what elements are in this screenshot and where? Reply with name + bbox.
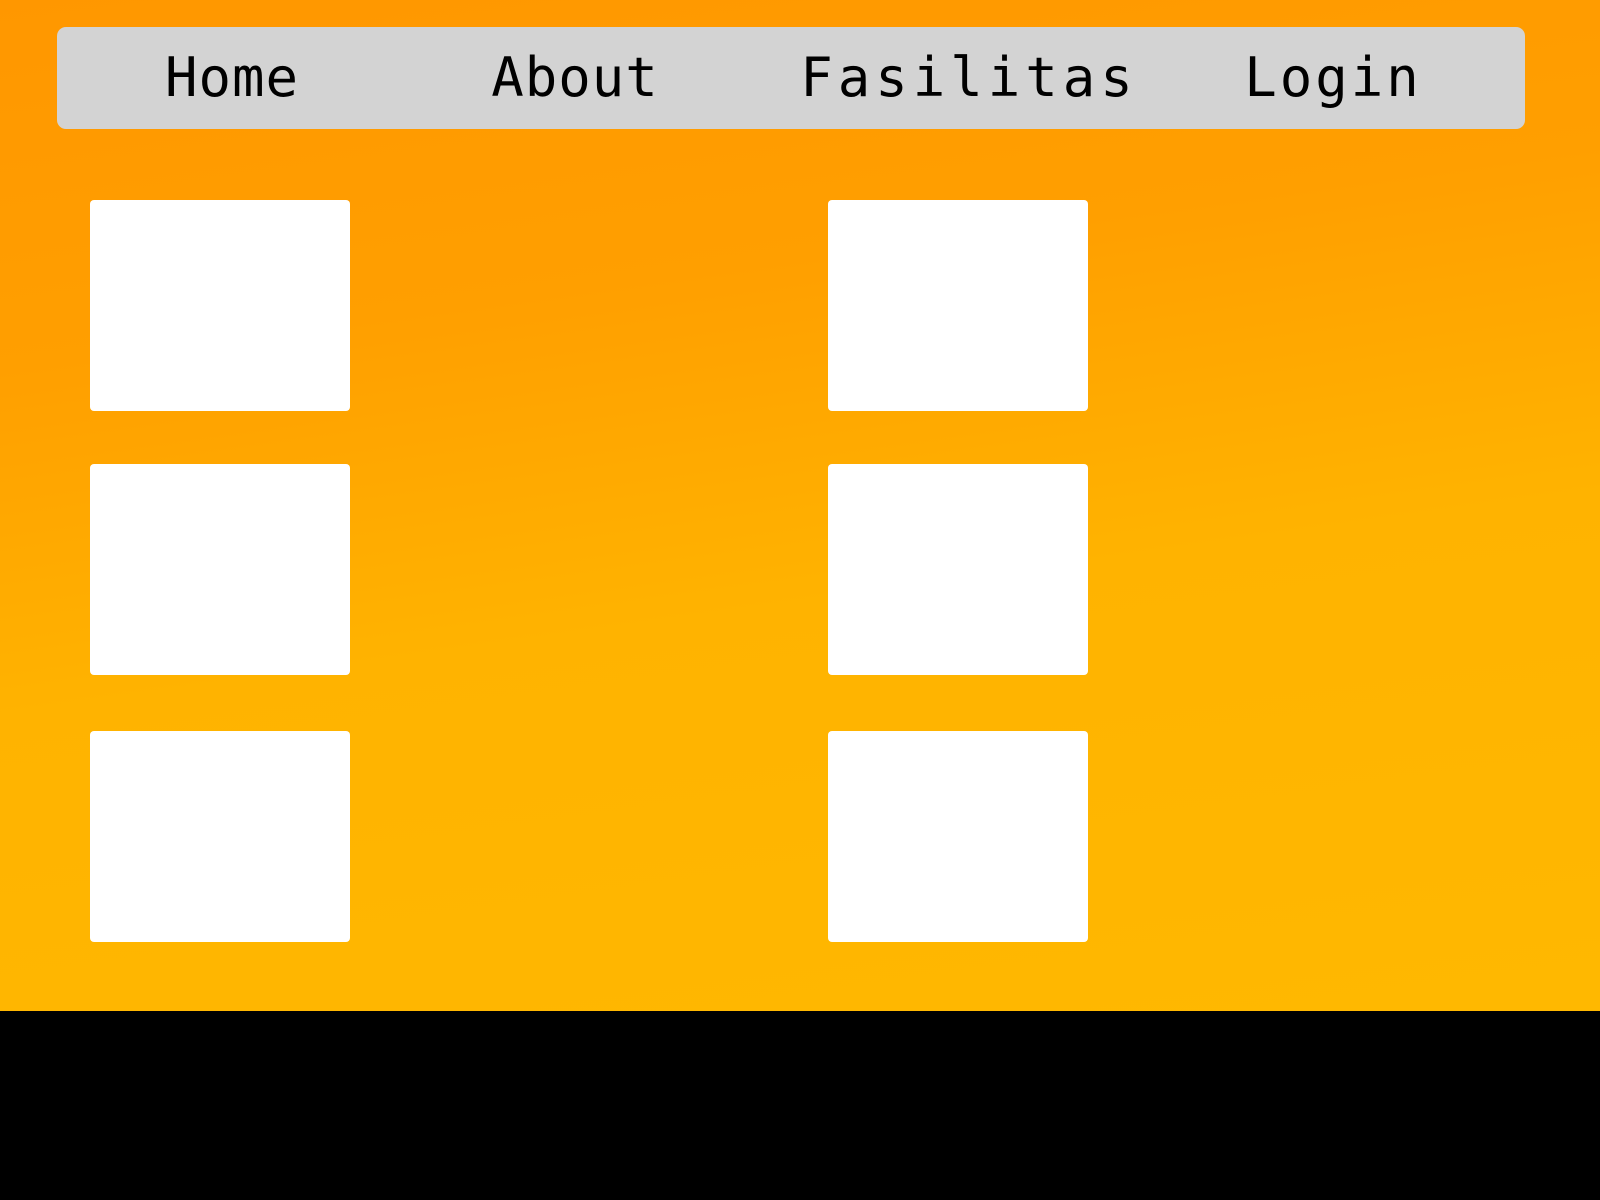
top-navbar: Home About Fasilitas Login xyxy=(57,27,1525,129)
content-card xyxy=(828,731,1088,942)
nav-link-login[interactable]: Login xyxy=(1244,46,1422,109)
nav-link-home[interactable]: Home xyxy=(164,46,300,109)
footer xyxy=(0,1011,1600,1200)
main-content-area: Home About Fasilitas Login xyxy=(0,0,1600,1011)
nav-link-about[interactable]: About xyxy=(491,46,659,109)
content-card xyxy=(90,731,350,942)
content-card xyxy=(828,464,1088,675)
content-card xyxy=(828,200,1088,411)
nav-link-fasilitas[interactable]: Fasilitas xyxy=(800,46,1138,109)
content-card xyxy=(90,200,350,411)
content-card xyxy=(90,464,350,675)
